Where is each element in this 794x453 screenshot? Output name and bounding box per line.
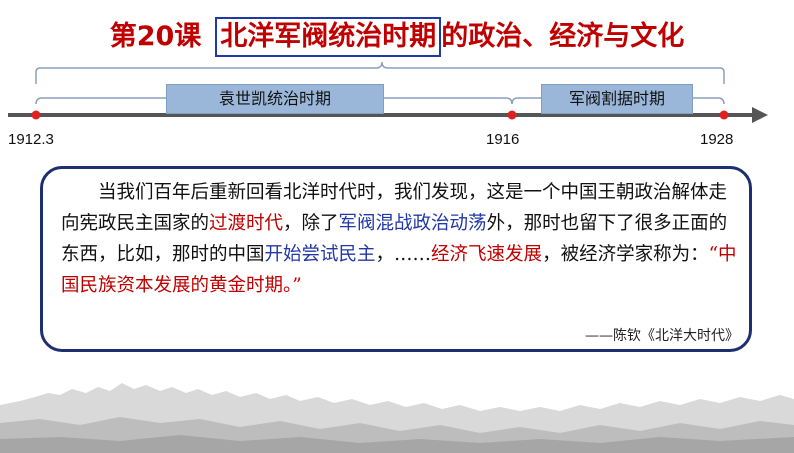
quote-segment: 当我们百年后重新回看北洋时代时，我们发现，这是一个中国王朝政治解体走向宪政民主国… [61, 182, 728, 234]
quote-segment: ，除了 [283, 213, 339, 234]
quote-box: 当我们百年后重新回看北洋时代时，我们发现，这是一个中国王朝政治解体走向宪政民主国… [40, 166, 752, 352]
overall-brace [35, 61, 725, 84]
quote-segment: ，被经济学家称为： [542, 244, 709, 265]
quote-segment: 开始尝试民主 [264, 244, 376, 265]
year-1912: 1912.3 [8, 131, 54, 148]
lesson-number: 第20课 [109, 21, 202, 52]
quote-segment: 外，那时也留下了很多正面的东西，比如，那时的中国 [61, 213, 728, 265]
quote-segment: ，…… [375, 244, 432, 265]
quote-segment: 军阀混战政治动荡 [338, 213, 487, 234]
title-rest: 的政治、经济与文化 [441, 21, 685, 52]
dot-1916 [507, 110, 517, 120]
year-1928: 1928 [700, 131, 734, 148]
year-1916: 1916 [486, 131, 520, 148]
quote-segment: 过渡时代 [209, 213, 284, 234]
quote-source: ——陈钦《北洋大时代》 [585, 328, 739, 344]
quote-text: 当我们百年后重新回看北洋时代时，我们发现，这是一个中国王朝政治解体走向宪政民主国… [61, 177, 745, 301]
quote-segment: “中国民族资本发展的黄金时期。” [61, 244, 737, 296]
dot-1912 [31, 110, 41, 120]
period-yuan-shikai: 袁世凯统治时期 [166, 84, 384, 114]
title-highlight: 北洋军阀统治时期 [215, 17, 442, 57]
crowd-silhouette-image [0, 383, 794, 453]
axis-arrow-icon [752, 107, 768, 123]
period-warlord: 军阀割据时期 [541, 84, 693, 114]
quote-segment: 经济飞速发展 [431, 244, 543, 265]
dot-1928 [719, 110, 729, 120]
page-title: 第20课北洋军阀统治时期的政治、经济与文化 [0, 14, 794, 57]
